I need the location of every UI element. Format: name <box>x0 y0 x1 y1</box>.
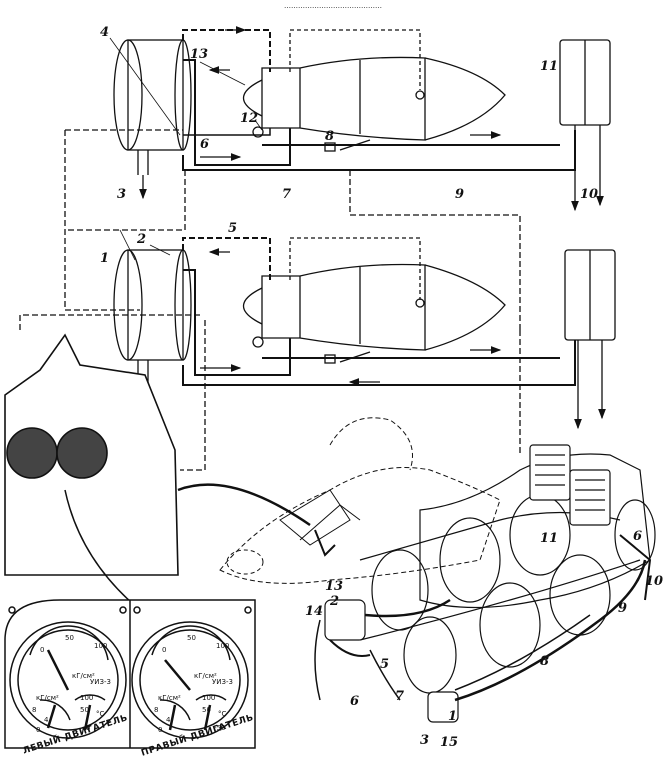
gauge-right <box>131 621 249 739</box>
gauge-right-scale-top-2: 100 <box>216 642 229 650</box>
callout-7-3d: 7 <box>395 689 404 704</box>
gauge-right-temp-unit: °C <box>218 710 227 718</box>
callout-5-mid: 5 <box>228 221 237 236</box>
callout-6-3d-low: 6 <box>350 694 359 709</box>
gauge-left-t-50: 50 <box>80 706 89 714</box>
gauge-right-needle-pressure <box>168 704 177 731</box>
gauge-right-t-neg50: -50 <box>214 724 225 732</box>
callout-3-top: 3 <box>117 187 126 202</box>
gauge-left-scale-top-1: 50 <box>65 634 74 642</box>
callout-6-top: 6 <box>200 137 209 152</box>
callout-15-3d: 15 <box>440 735 458 750</box>
callout-7-top: 7 <box>282 187 291 202</box>
engine-front-right <box>403 616 457 694</box>
gauge-left-p-0: 0 <box>36 726 40 734</box>
panel-left-indicator <box>6 427 58 479</box>
cooler-3d-right <box>569 469 611 526</box>
callout-10-top: 10 <box>580 187 598 202</box>
gauge-right-model: УИЗ-3 <box>212 678 233 686</box>
callout-3-3d: 3 <box>420 733 429 748</box>
gauge-left-temp-unit: °C <box>96 710 105 718</box>
callout-11-3d: 11 <box>540 531 558 546</box>
tank-3d-lower <box>427 691 459 723</box>
gauge-left-needle-temp <box>83 704 92 731</box>
gauge-right-t-100: 100 <box>202 694 215 702</box>
gauge-panel <box>4 599 256 749</box>
gauge-right-needle-temp <box>203 704 212 731</box>
gauge-left-p-8: 8 <box>32 706 36 714</box>
panel-right-indicator <box>56 427 108 479</box>
engine-installation <box>314 444 656 723</box>
gauge-right-p-8: 8 <box>154 706 158 714</box>
gauge-left-t-100: 100 <box>80 694 93 702</box>
gauge-right-t-50: 50 <box>202 706 211 714</box>
upper-schematic <box>113 26 611 330</box>
gauge-left-scale-top-0: 0 <box>40 646 44 654</box>
gauge-left-needle-pressure <box>46 704 57 729</box>
gauge-left-model: УИЗ-3 <box>90 678 111 686</box>
callout-labels: 4 13 12 6 3 7 8 9 11 10 2 5 1 11 6 10 9 … <box>100 25 663 750</box>
callout-9-3d: 9 <box>618 601 627 616</box>
gauge-left-needle-top <box>46 649 70 691</box>
gauge-left-pressure-unit-2: кГ/см² <box>36 694 59 702</box>
gauge-left-p-4: 4 <box>44 716 49 724</box>
gauge-right-scale-top-0: 0 <box>162 646 166 654</box>
callout-5-3d: 5 <box>380 657 389 672</box>
callout-8-3d: 8 <box>540 654 549 669</box>
cooler-3d-left <box>529 444 571 501</box>
callout-12: 12 <box>240 111 258 126</box>
gauge-right-p-4: 4 <box>166 716 171 724</box>
gauge-right-p-0: 0 <box>158 726 162 734</box>
callout-2-3d: 2 <box>329 594 339 609</box>
gauge-left-t-0: 0 <box>86 724 90 732</box>
page-header: …………………………………… <box>284 2 382 10</box>
gauge-left-scale-top-2: 100 <box>94 642 107 650</box>
middle-schematic <box>19 129 616 471</box>
gauge-right-pressure-unit-2: кГ/см² <box>158 694 181 702</box>
aircraft-sketch <box>219 417 501 584</box>
gauge-right-needle-top <box>164 659 191 691</box>
callout-8-top: 8 <box>325 129 334 144</box>
oil-tank-lower <box>127 249 184 361</box>
oil-tank-upper <box>127 39 184 151</box>
gauge-left <box>9 621 127 739</box>
engine-lower <box>261 263 426 351</box>
callout-4: 4 <box>100 25 109 40</box>
tank-3d-upper <box>324 599 366 641</box>
callout-9-top: 9 <box>455 187 464 202</box>
gauge-right-scale-top-1: 50 <box>187 634 196 642</box>
gauge-left-pressure-unit: кГ/см² <box>72 672 95 680</box>
callout-14-3d: 14 <box>305 604 323 619</box>
engine-upper <box>261 56 426 141</box>
callout-1-3d: 1 <box>448 709 457 724</box>
cockpit-panel <box>4 333 311 611</box>
callout-11-top: 11 <box>540 59 558 74</box>
callout-13-3d: 13 <box>325 579 343 594</box>
gauge-right-pressure-unit: кГ/см² <box>194 672 217 680</box>
callout-10-3d: 10 <box>645 574 663 589</box>
callout-6-3d: 6 <box>633 529 642 544</box>
callout-2-mid: 2 <box>136 232 146 247</box>
engine-front-left <box>371 549 429 631</box>
callouts <box>109 37 263 261</box>
callout-1-mid: 1 <box>100 251 109 266</box>
callout-13: 13 <box>190 47 208 62</box>
